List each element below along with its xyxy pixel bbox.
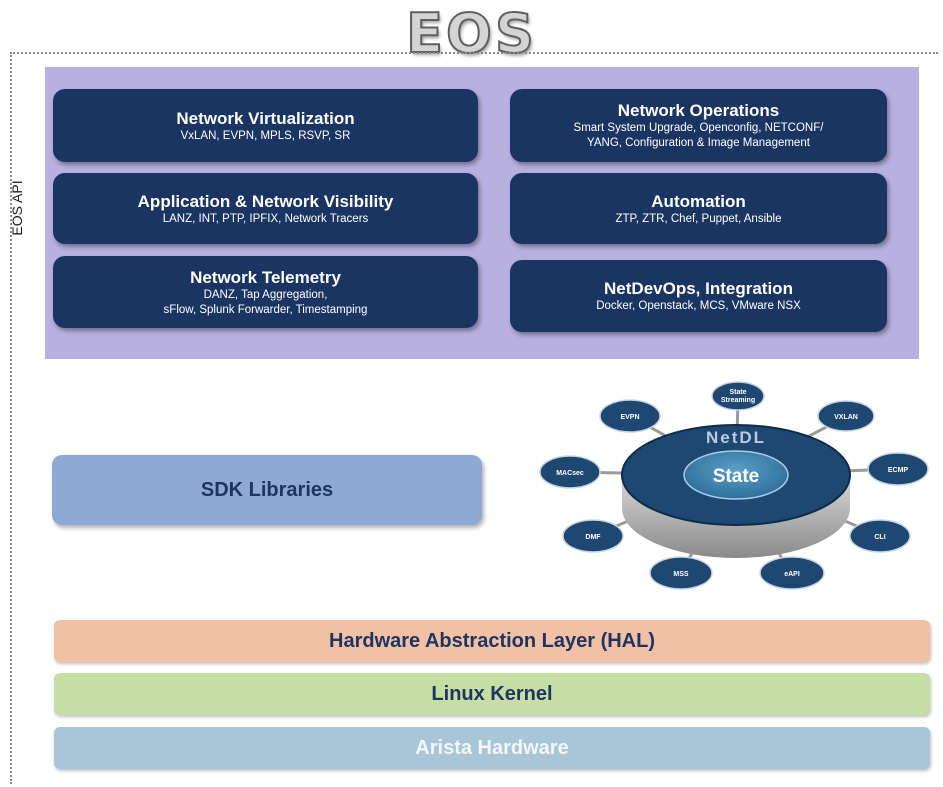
netdl-satellite-ecmp: ECMP — [867, 452, 929, 486]
feature-box-visibility: Application & Network Visibility LANZ, I… — [53, 173, 478, 244]
satellite-label: DMF — [585, 534, 601, 541]
api-frame-left — [10, 52, 12, 784]
satellite-label: MSS — [673, 571, 689, 578]
satellite-label: Streaming — [721, 397, 755, 404]
feature-box-network-virtualization: Network Virtualization VxLAN, EVPN, MPLS… — [53, 89, 478, 162]
feature-sub: Smart System Upgrade, Openconfig, NETCON… — [573, 122, 824, 149]
satellite-label: State — [729, 389, 746, 396]
netdl-satellite-state-streaming: State Streaming — [711, 381, 765, 411]
eos-title: EOS — [405, 1, 537, 66]
feature-heading: Network Telemetry — [190, 267, 341, 287]
sdk-libraries-box: SDK Libraries — [52, 455, 482, 525]
satellite-label: VXLAN — [834, 414, 858, 421]
arista-hardware-layer: Arista Hardware — [54, 727, 930, 769]
netdl-satellite-dmf: DMF — [562, 519, 624, 553]
feature-sub: ZTP, ZTR, Chef, Puppet, Ansible — [615, 212, 782, 225]
api-frame-top — [10, 52, 938, 54]
eos-api-label: EOS API — [9, 180, 25, 236]
netdl-ring-label: NetDL — [706, 428, 766, 447]
linux-kernel-layer: Linux Kernel — [54, 673, 930, 715]
netdl-satellite-vxlan: VXLAN — [817, 400, 875, 432]
feature-heading: Network Operations — [617, 101, 780, 120]
feature-sub: LANZ, INT, PTP, IPFIX, Network Tracers — [162, 212, 369, 225]
feature-heading: Automation — [651, 191, 746, 211]
satellite-label: MACsec — [556, 470, 584, 477]
netdl-core — [683, 450, 789, 500]
feature-box-netdevops: NetDevOps, Integration Docker, Openstack… — [510, 260, 887, 332]
feature-box-automation: Automation ZTP, ZTR, Chef, Puppet, Ansib… — [510, 173, 887, 244]
feature-heading: Application & Network Visibility — [137, 191, 394, 211]
netdl-satellite-macsec: MACsec — [539, 455, 601, 489]
feature-box-network-telemetry: Network Telemetry DANZ, Tap Aggregation,… — [53, 256, 478, 328]
satellite-label: eAPI — [784, 571, 800, 578]
feature-heading: Network Virtualization — [176, 108, 355, 128]
feature-heading: NetDevOps, Integration — [604, 279, 793, 298]
netdl-core-label: State — [713, 466, 759, 487]
feature-sub: DANZ, Tap Aggregation, sFlow, Splunk For… — [163, 288, 368, 316]
satellite-label: CLI — [874, 534, 885, 541]
satellite-label: EVPN — [620, 414, 639, 421]
netdl-diagram: NetDL State State Streaming VXLAN ECMP C… — [539, 381, 929, 590]
feature-sub: Docker, Openstack, MCS, VMware NSX — [596, 300, 801, 312]
hal-layer: Hardware Abstraction Layer (HAL) — [54, 620, 930, 662]
netdl-satellite-evpn: EVPN — [599, 399, 661, 433]
netdl-satellite-mss: MSS — [649, 556, 713, 590]
feature-sub: VxLAN, EVPN, MPLS, RSVP, SR — [180, 129, 351, 142]
satellite-label: ECMP — [888, 467, 909, 474]
netdl-satellite-eapi: eAPI — [759, 556, 825, 590]
netdl-satellite-cli: CLI — [849, 519, 911, 553]
feature-box-network-operations: Network Operations Smart System Upgrade,… — [510, 89, 887, 162]
